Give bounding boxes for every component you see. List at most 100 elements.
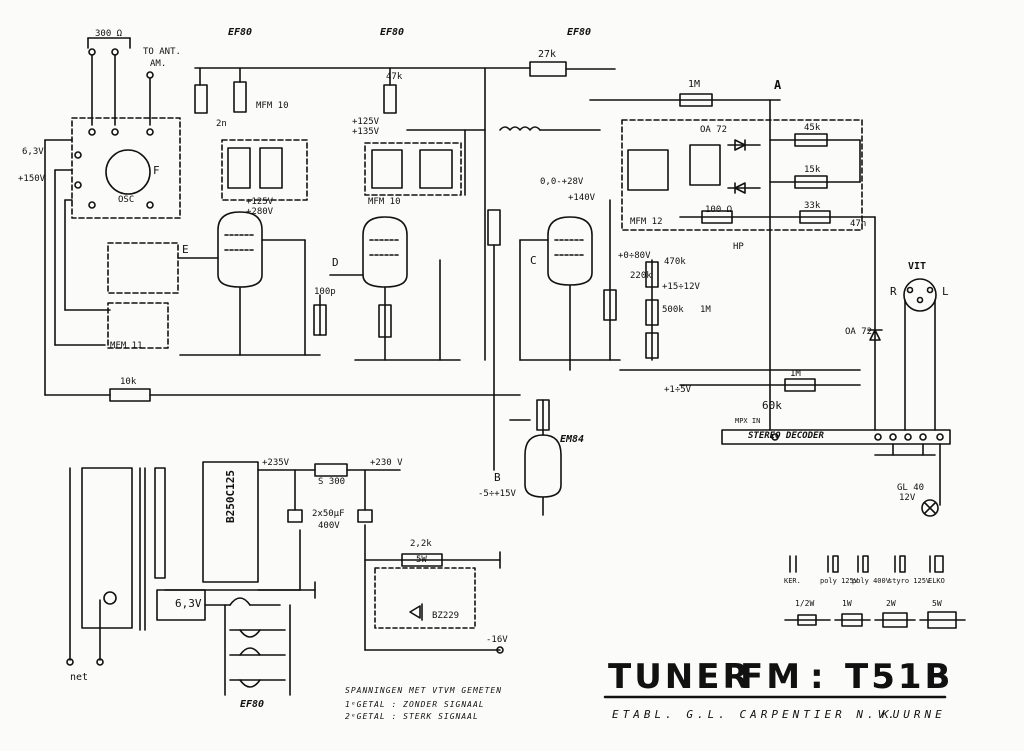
label-6v3: 6,3V [22, 147, 44, 157]
signal-wiring [177, 126, 861, 471]
label-235v: +235V [262, 458, 290, 468]
mfm12-label: MFM 12 [630, 217, 663, 227]
label-choke: S 300 [318, 477, 346, 487]
title-tuner: TUNER [608, 657, 752, 697]
label-r2k2: 2,2k [410, 539, 432, 549]
note-second-value: 2ᵉGETAL : STERK SIGNAAL [345, 712, 479, 721]
label-1-5v: +1÷5V [664, 385, 692, 395]
test-point-e: E [182, 243, 189, 256]
maker-town: KUURNE [882, 708, 946, 721]
pilot-lamp-label: GL 40 [897, 483, 925, 493]
label-hp: HP [733, 242, 744, 252]
tube-label-v1: EF80 [228, 27, 253, 38]
legend-poly125: poly 125V [820, 577, 858, 585]
rectifier-label: B250C125 [224, 470, 237, 523]
heater-chain [156, 589, 291, 696]
label-5-15v: -5÷+15V [478, 489, 516, 499]
tube-envelopes [217, 211, 593, 498]
note-first-value: 1ᵉGETAL : ZONDER SIGNAAL [345, 700, 485, 709]
maker-name: ETABL. G.L. CARPENTIER N.V. [612, 708, 899, 721]
top-rail [194, 61, 616, 361]
channel-l-label: L [942, 285, 949, 298]
label-15-12v: +15÷12V [662, 282, 700, 292]
osc-label: OSC [118, 195, 135, 205]
label-230v: +230 V [370, 458, 403, 468]
label-am: AM. [150, 59, 167, 69]
label-c2n: 2n [216, 119, 227, 129]
mpx-in-label: MPX IN [735, 417, 761, 425]
tube-label-v2: EF80 [380, 27, 405, 38]
diode-a-label: OA 72 [700, 125, 728, 135]
legend-styro: styro 125V [888, 577, 931, 585]
label-minus16v: -16V [486, 635, 508, 645]
test-point-c: C [530, 254, 537, 267]
label-300ohm: 300 Ω [95, 29, 123, 39]
mfm10-label-b: MFM 10 [368, 197, 401, 207]
legend-ker: KER. [784, 577, 801, 585]
decoder-block [721, 429, 951, 445]
label-135v: +135V [352, 127, 380, 137]
title-model: T51B [845, 657, 954, 697]
tube-label-v3: EF80 [567, 27, 592, 38]
label-r470k: 470k [664, 257, 686, 267]
pilot-lamp-voltage: 12V [899, 493, 916, 503]
test-point-f: F [153, 164, 160, 177]
label-r15k: 15k [804, 165, 821, 175]
tube-label-tuning: EM84 [560, 434, 585, 445]
legend-symbols [784, 555, 966, 629]
channel-r-label: R [890, 285, 897, 298]
label-r1m-c: 1M [700, 305, 711, 315]
legend-5w: 5W [932, 599, 942, 608]
label-r27k: 27k [538, 49, 557, 60]
zener-label: BZ229 [432, 611, 460, 621]
label-r100: 100 Ω [705, 205, 733, 215]
label-c100p: 100p [314, 287, 336, 297]
label-125v-b: +125V [352, 117, 380, 127]
label-150v: +150V [18, 174, 46, 184]
label-c400v: 400V [318, 521, 340, 531]
ratio-detector [589, 93, 883, 431]
label-c2x50: 2x50μF [312, 509, 345, 519]
label-r1m-a: 1M [688, 79, 701, 90]
din-jack [903, 278, 937, 431]
legend-poly400: poly 400V [852, 577, 890, 585]
label-r220k: 220k [630, 271, 652, 281]
label-r1m-b: 1M [790, 369, 801, 379]
mfm10-label-a: MFM 10 [256, 101, 289, 111]
label-r47k: 47k [386, 72, 403, 82]
label-r5w: 5W [416, 555, 427, 565]
label-0-28v: 0,0-+28V [540, 177, 584, 187]
label-r500k: 500k [662, 305, 684, 315]
test-point-d: D [332, 256, 339, 269]
power-transformer [66, 467, 166, 666]
title-fm: FM [740, 657, 804, 697]
decoder-pins [771, 433, 944, 506]
tube-label-heater: EF80 [240, 699, 265, 710]
label-140v: +140V [568, 193, 596, 203]
test-point-b: B [494, 471, 501, 484]
diode-b-label: OA 72 [845, 327, 873, 337]
title-colon: : [810, 657, 827, 697]
antenna-input-section [44, 37, 181, 396]
label-heater-6v3: 6,3V [175, 597, 202, 610]
note-vtvm: SPANNINGEN MET VTVM GEMETEN [345, 686, 503, 695]
if-transformers [107, 119, 863, 349]
legend-1w: 1W [842, 599, 852, 608]
pilot-lamp [921, 499, 939, 517]
bridge-rectifier [202, 461, 259, 583]
label-r60k: 60k [762, 399, 782, 412]
vit-label: VIT [908, 261, 927, 272]
test-point-a: A [774, 78, 782, 92]
legend-2w: 2W [886, 599, 896, 608]
mfm11-label: MFM 11 [110, 341, 143, 351]
legend-elko: ELKO [928, 577, 945, 585]
label-r45k: 45k [804, 123, 821, 133]
label-0-80v: +0÷80V [618, 251, 651, 261]
tuning-indicator-wiring [44, 388, 550, 516]
label-to-ant: TO ANT. [143, 47, 181, 57]
label-125v-a: +125V [246, 197, 274, 207]
label-c47n: 47n [850, 219, 867, 229]
label-mains-net: net [70, 672, 89, 683]
